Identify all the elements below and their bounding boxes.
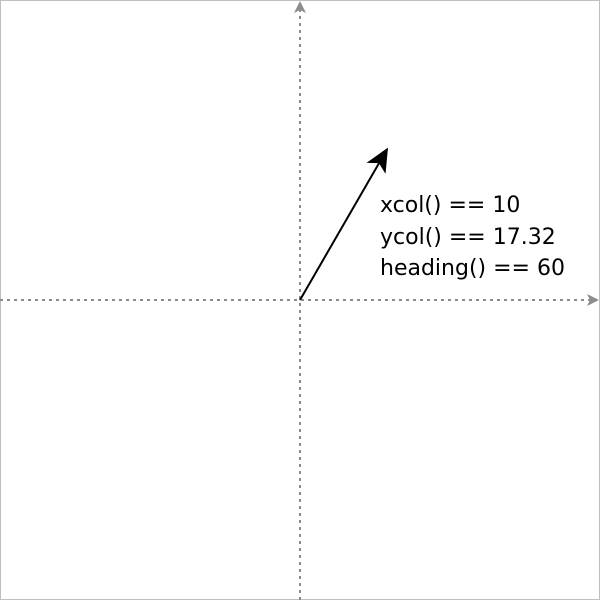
readout-xcol: xcol() == 10 <box>380 193 520 218</box>
heading-vector <box>299 147 389 301</box>
readout-heading: heading() == 60 <box>380 256 565 281</box>
readout-ycol: ycol() == 17.32 <box>380 225 556 250</box>
